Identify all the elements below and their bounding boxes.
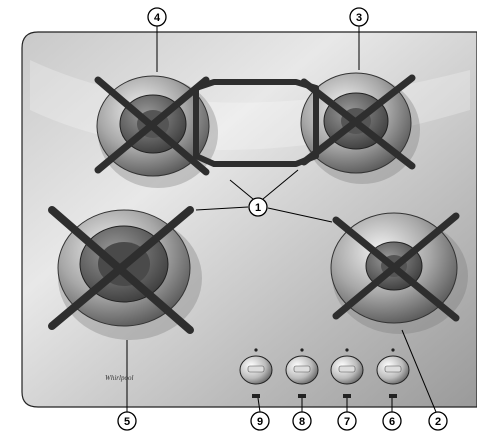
- callout-8: 8: [292, 411, 312, 431]
- knob-front-left[interactable]: [239, 348, 273, 398]
- knob-front-right[interactable]: [376, 348, 410, 398]
- knob-rear-right[interactable]: [330, 348, 364, 398]
- callout-2-label: 2: [435, 416, 441, 428]
- callout-5-label: 5: [124, 416, 130, 428]
- callout-6-label: 6: [389, 416, 395, 428]
- callout-2: 2: [428, 411, 448, 431]
- knob-rear-left[interactable]: [285, 348, 319, 398]
- control-knobs: [239, 348, 410, 398]
- grate-rear-right: [300, 74, 416, 170]
- callout-3-label: 3: [356, 12, 362, 24]
- burner-rear-left: [94, 75, 218, 188]
- callout-3: 3: [349, 7, 369, 27]
- callout-7: 7: [337, 411, 357, 431]
- center-bridge-grate: [193, 79, 319, 167]
- callout-4: 4: [147, 7, 167, 27]
- callout-8-label: 8: [299, 416, 305, 428]
- grate-front-right: [332, 212, 460, 322]
- leader-lines: [126, 26, 437, 413]
- callout-9-label: 9: [257, 416, 263, 428]
- callout-1: 1: [248, 197, 268, 217]
- callout-4-label: 4: [154, 12, 161, 24]
- brand-logo: Whirlpool: [105, 374, 133, 382]
- callout-9: 9: [250, 411, 270, 431]
- grate-rear-left: [94, 76, 210, 176]
- grate-front-left: [48, 206, 194, 334]
- burner-front-left: [48, 206, 202, 340]
- callout-5: 5: [117, 411, 137, 431]
- burner-front-right: [330, 212, 468, 334]
- callout-1-label: 1: [255, 202, 261, 214]
- callout-7-label: 7: [344, 416, 350, 428]
- burner-rear-right: [300, 72, 420, 184]
- callout-6: 6: [382, 411, 402, 431]
